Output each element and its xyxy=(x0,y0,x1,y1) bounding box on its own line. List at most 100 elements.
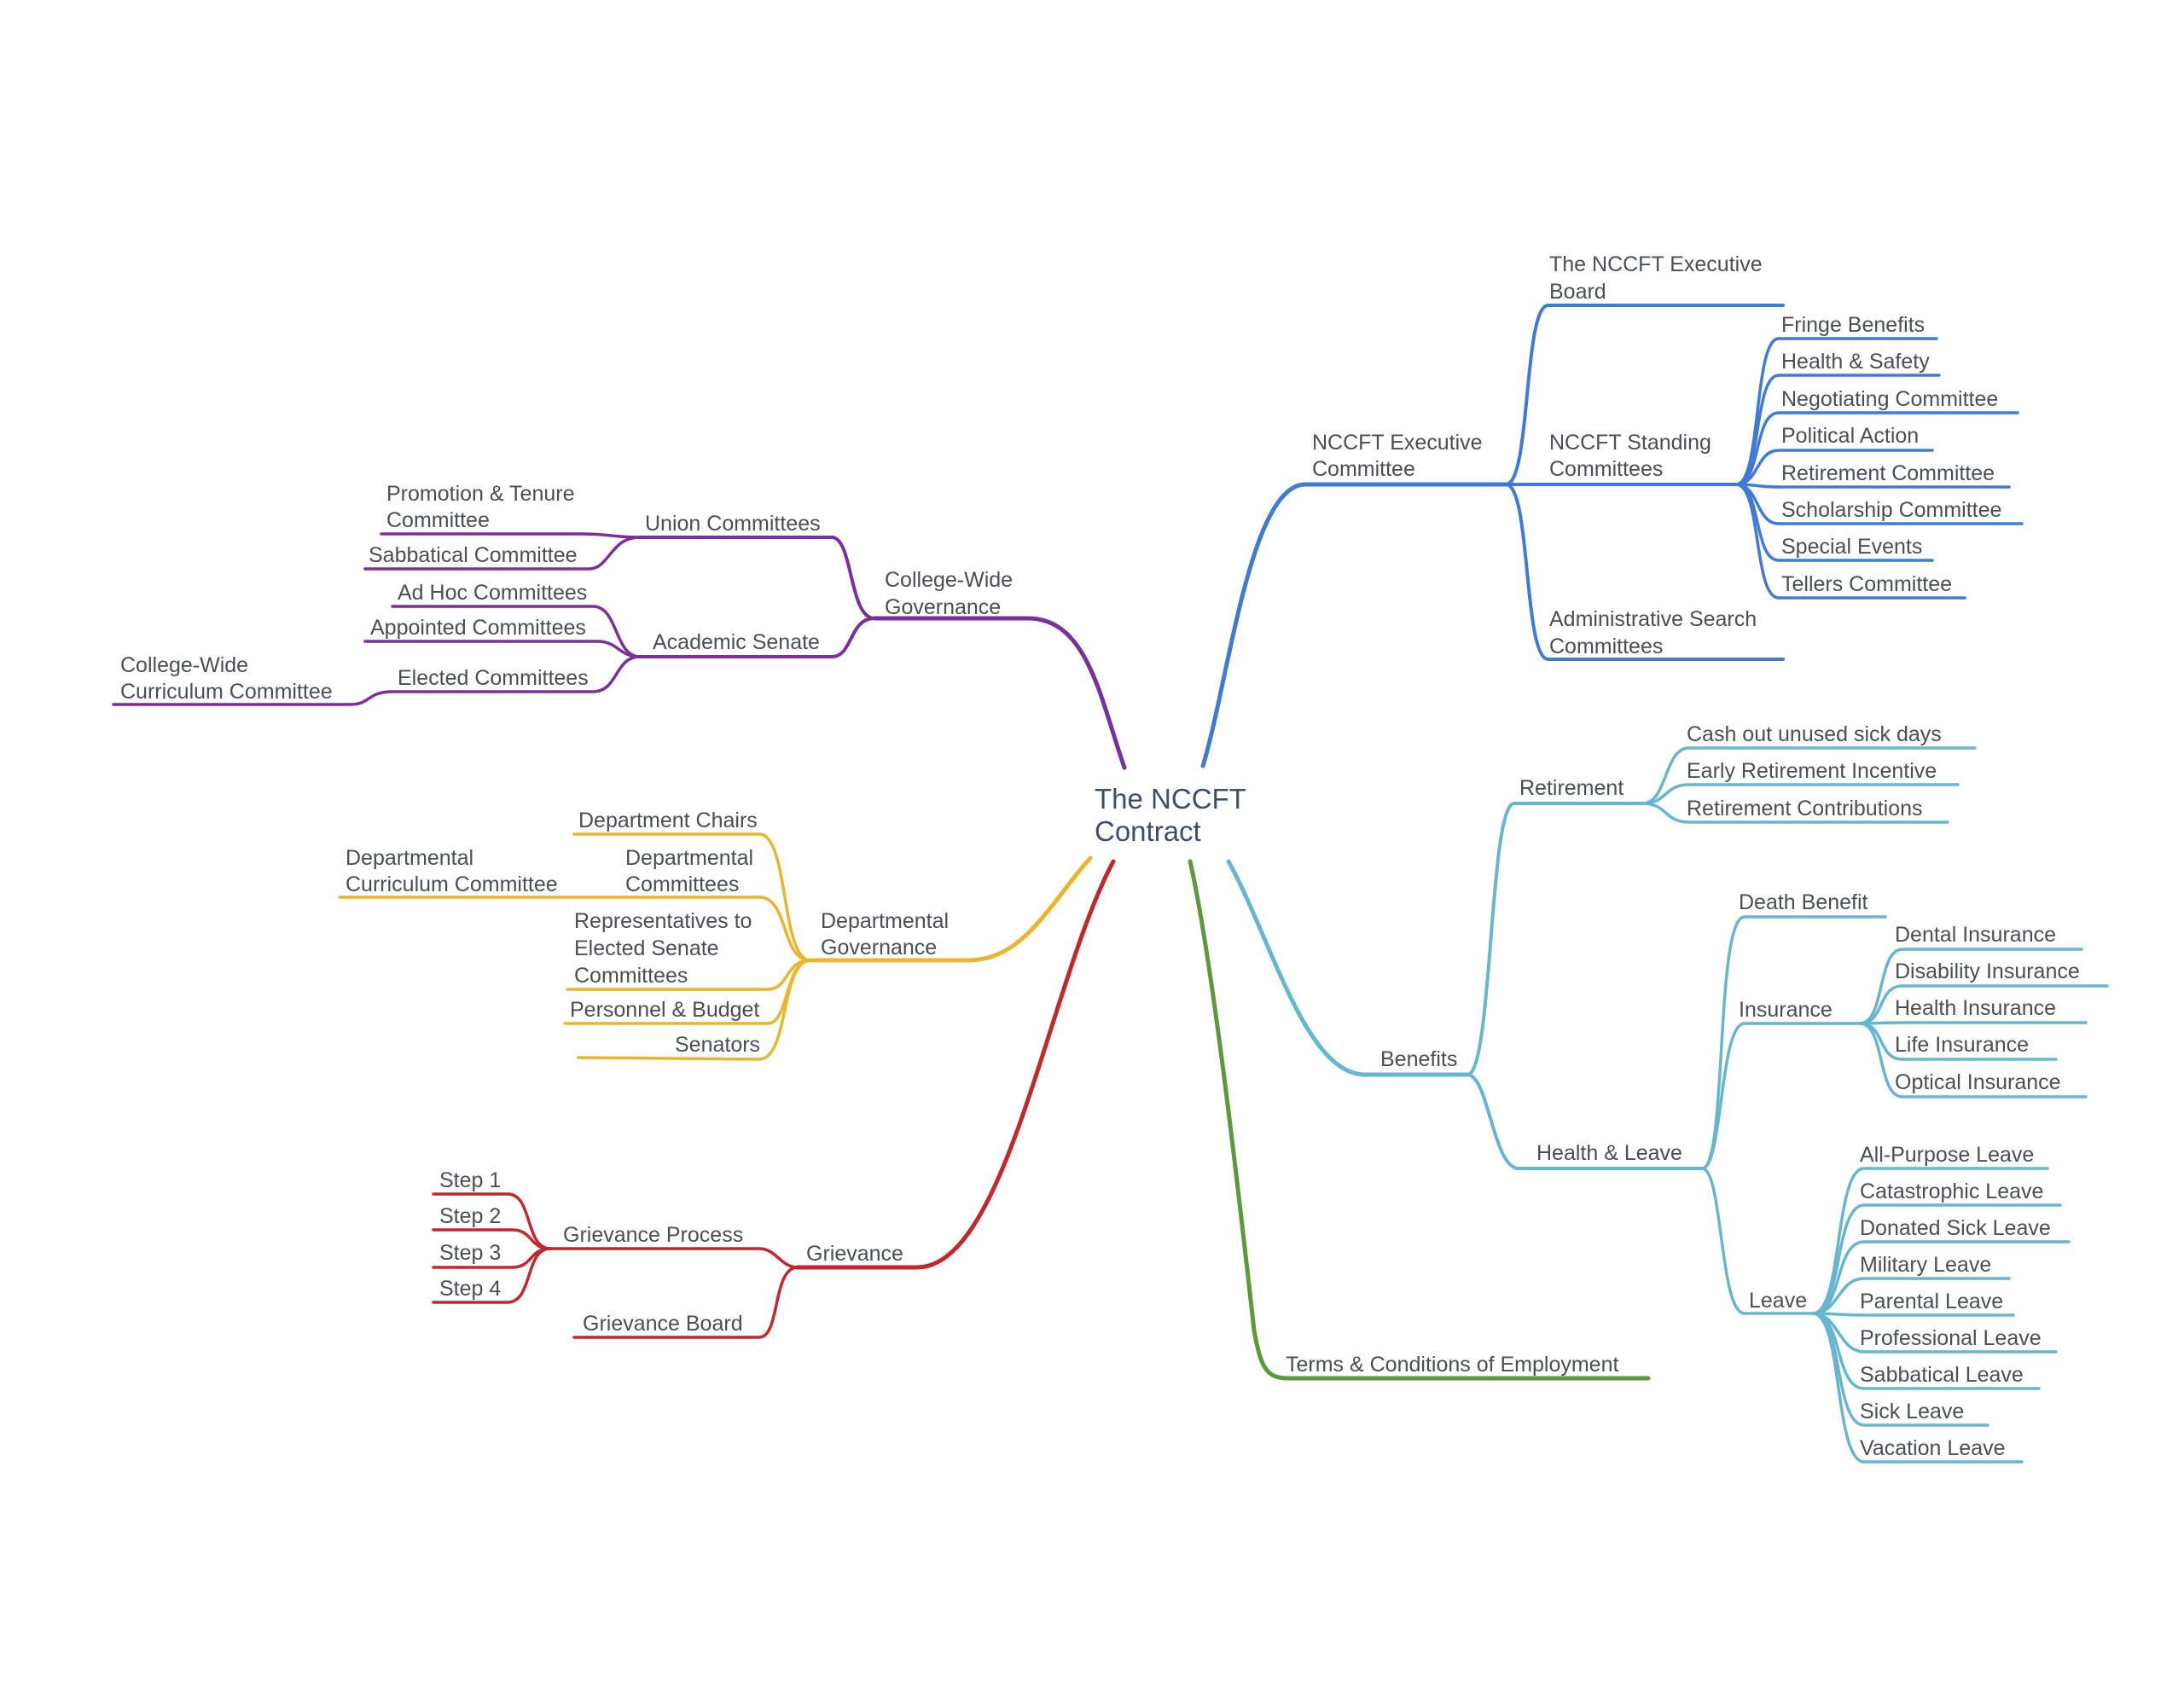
donated-sick-leave-label[interactable]: Donated Sick Leave xyxy=(1860,1216,2051,1240)
departmental-committees-label-1[interactable]: Departmental xyxy=(625,846,753,870)
political-action-label[interactable]: Political Action xyxy=(1781,424,1919,448)
edge-root-terms xyxy=(1188,859,1651,1381)
insurance-label[interactable]: Insurance xyxy=(1739,998,1833,1022)
departmental-governance-label-1[interactable]: Departmental xyxy=(821,909,949,933)
executive-committee-label-2[interactable]: Committee xyxy=(1312,457,1415,481)
edge-dept-committees xyxy=(617,896,812,962)
health-insurance-label[interactable]: Health Insurance xyxy=(1895,996,2056,1020)
health-safety-label[interactable]: Health & Safety xyxy=(1781,350,1930,374)
sabbatical-leave-label[interactable]: Sabbatical Leave xyxy=(1860,1363,2024,1387)
all-purpose-leave-label[interactable]: All-Purpose Leave xyxy=(1860,1143,2034,1167)
edge-grievance-board xyxy=(572,1266,799,1339)
college-wide-governance-label-1[interactable]: College-Wide xyxy=(885,568,1013,592)
edge-benefits-retirement xyxy=(1466,802,1644,1076)
executive-board-label-1[interactable]: The NCCFT Executive xyxy=(1549,252,1763,276)
professional-leave-label[interactable]: Professional Leave xyxy=(1860,1326,2042,1350)
vacation-leave-label[interactable]: Vacation Leave xyxy=(1860,1436,2006,1460)
tellers-committee-label[interactable]: Tellers Committee xyxy=(1781,572,1952,596)
executive-board-label-2[interactable]: Board xyxy=(1549,280,1606,304)
ad-hoc-committees-label[interactable]: Ad Hoc Committees xyxy=(398,581,587,605)
edge-insurance-optical xyxy=(1858,1022,2088,1099)
academic-senate-label[interactable]: Academic Senate xyxy=(653,630,820,654)
branch-benefits: Benefits Retirement Health & Leave Cash … xyxy=(1226,722,2109,1464)
edge-retirement-cashout xyxy=(1641,746,1977,805)
retirement-committee-label[interactable]: Retirement Committee xyxy=(1781,461,1995,485)
departmental-curriculum-label-1[interactable]: Departmental xyxy=(346,846,473,870)
catastrophic-leave-label[interactable]: Catastrophic Leave xyxy=(1860,1180,2043,1203)
step-3-label[interactable]: Step 3 xyxy=(439,1241,501,1265)
edge-health-leave xyxy=(1700,1167,1815,1315)
scholarship-committee-label[interactable]: Scholarship Committee xyxy=(1781,498,2001,522)
death-benefit-label[interactable]: Death Benefit xyxy=(1739,890,1868,914)
college-wide-governance-label-2[interactable]: Governance xyxy=(885,595,1001,619)
terms-conditions-label[interactable]: Terms & Conditions of Employment xyxy=(1286,1353,1618,1377)
executive-committee-label-1[interactable]: NCCFT Executive xyxy=(1312,431,1483,455)
departmental-committees-label-2[interactable]: Committees xyxy=(625,872,739,896)
college-wide-curriculum-label-2[interactable]: Curriculum Committee xyxy=(120,680,333,704)
military-leave-label[interactable]: Military Leave xyxy=(1860,1253,1991,1277)
union-committees-label[interactable]: Union Committees xyxy=(645,512,821,536)
branch-departmental-governance: Departmental Governance Department Chair… xyxy=(338,809,1093,1061)
early-retirement-label[interactable]: Early Retirement Incentive xyxy=(1687,759,1937,783)
edge-union-sabbatical xyxy=(363,536,642,571)
representatives-label-3[interactable]: Committees xyxy=(574,964,688,988)
edge-college-wide-senate xyxy=(638,617,876,658)
edge-root-grievance xyxy=(795,859,1116,1270)
edge-root-college-wide xyxy=(872,616,1127,770)
edge-standing-political xyxy=(1734,449,1934,486)
special-events-label[interactable]: Special Events xyxy=(1781,535,1922,559)
representatives-label-1[interactable]: Representatives to xyxy=(574,909,752,933)
representatives-label-2[interactable]: Elected Senate xyxy=(574,936,719,960)
edge-executive-search xyxy=(1504,483,1785,661)
sick-leave-label[interactable]: Sick Leave xyxy=(1860,1400,1964,1423)
promotion-tenure-label-2[interactable]: Committee xyxy=(386,508,490,532)
departmental-curriculum-label-2[interactable]: Curriculum Committee xyxy=(346,872,558,896)
step-1-label[interactable]: Step 1 xyxy=(439,1168,501,1192)
sabbatical-committee-label[interactable]: Sabbatical Committee xyxy=(369,543,578,567)
branch-terms-conditions: Terms & Conditions of Employment xyxy=(1188,859,1651,1381)
edge-senate-elected xyxy=(391,655,642,693)
edge-root-executive xyxy=(1200,482,1508,768)
search-committees-label-2[interactable]: Committees xyxy=(1549,635,1663,658)
standing-committees-label-1[interactable]: NCCFT Standing xyxy=(1549,431,1711,455)
parental-leave-label[interactable]: Parental Leave xyxy=(1860,1290,2003,1313)
leave-label[interactable]: Leave xyxy=(1749,1289,1807,1313)
branch-grievance: Grievance Grievance Process Grievance Bo… xyxy=(432,859,1116,1339)
branch-college-wide-governance: College-Wide Governance Union Committees… xyxy=(112,482,1127,770)
retirement-contributions-label[interactable]: Retirement Contributions xyxy=(1687,797,1923,820)
edge-root-departmental xyxy=(808,855,1093,963)
appointed-committees-label[interactable]: Appointed Committees xyxy=(370,616,586,640)
optical-insurance-label[interactable]: Optical Insurance xyxy=(1895,1070,2061,1094)
benefits-label[interactable]: Benefits xyxy=(1380,1047,1457,1071)
edge-leave-vacation xyxy=(1811,1312,2024,1464)
standing-committees-label-2[interactable]: Committees xyxy=(1549,457,1663,481)
retirement-label[interactable]: Retirement xyxy=(1519,776,1623,800)
college-wide-curriculum-label-1[interactable]: College-Wide xyxy=(120,653,248,677)
dental-insurance-label[interactable]: Dental Insurance xyxy=(1895,923,2056,947)
edge-health-death xyxy=(1700,915,1887,1170)
step-2-label[interactable]: Step 2 xyxy=(439,1204,501,1228)
departmental-governance-label-2[interactable]: Governance xyxy=(821,936,937,959)
edge-health-insurance xyxy=(1700,1022,1862,1170)
senators-label[interactable]: Senators xyxy=(675,1033,760,1057)
edge-college-wide-union xyxy=(638,536,876,620)
fringe-benefits-label[interactable]: Fringe Benefits xyxy=(1781,313,1925,337)
grievance-board-label[interactable]: Grievance Board xyxy=(583,1312,743,1336)
negotiating-committee-label[interactable]: Negotiating Committee xyxy=(1781,387,1998,411)
health-leave-label[interactable]: Health & Leave xyxy=(1536,1141,1682,1165)
edge-leave-parental xyxy=(1811,1312,2015,1317)
promotion-tenure-label-1[interactable]: Promotion & Tenure xyxy=(386,482,575,506)
root-node[interactable]: The NCCFT Contract xyxy=(1095,783,1246,847)
grievance-process-label[interactable]: Grievance Process xyxy=(563,1223,743,1247)
grievance-label[interactable]: Grievance xyxy=(806,1242,903,1266)
personnel-budget-label[interactable]: Personnel & Budget xyxy=(570,998,759,1022)
cash-out-label[interactable]: Cash out unused sick days xyxy=(1687,722,1942,746)
edge-retirement-contributions xyxy=(1641,802,1949,824)
search-committees-label-1[interactable]: Administrative Search xyxy=(1549,607,1757,631)
step-4-label[interactable]: Step 4 xyxy=(439,1277,501,1301)
life-insurance-label[interactable]: Life Insurance xyxy=(1895,1033,2029,1057)
department-chairs-label[interactable]: Department Chairs xyxy=(578,809,758,832)
disability-insurance-label[interactable]: Disability Insurance xyxy=(1895,959,2080,983)
elected-committees-label[interactable]: Elected Committees xyxy=(398,666,589,690)
root-label-line2: Contract xyxy=(1095,815,1201,847)
